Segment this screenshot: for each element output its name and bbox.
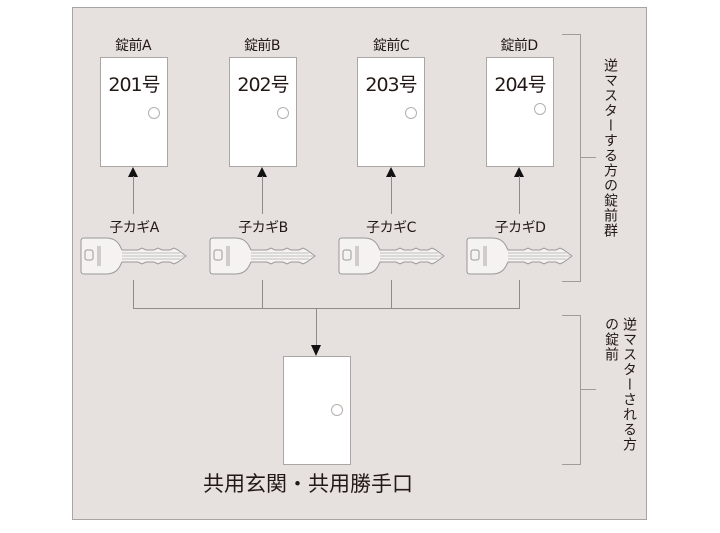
lock-d-label: 錠前D [500,38,538,54]
key-icon [466,237,573,275]
shared-door [283,356,351,465]
door-knob-icon [331,404,343,416]
bracket-tick [581,157,596,158]
connector-line [316,308,317,346]
lock-d-door: 204号 [486,57,554,167]
lock-b-door: 202号 [229,57,297,167]
lower-group-bracket [562,315,581,465]
door-knob-icon [405,107,417,119]
upper-group-label: 逆マスターする方の錠前群 [602,58,618,238]
connector-line [391,176,392,214]
upper-group-bracket [562,34,581,282]
key-d-label: 子カギD [494,220,546,236]
lock-c-door: 203号 [357,57,425,167]
room-number: 204号 [494,74,546,96]
lower-group-label-line2: の錠前 [603,317,619,362]
shared-door-label: 共用玄関・共用勝手口 [203,472,413,496]
key-b-label: 子カギB [238,220,288,236]
lower-group-label-line1: 逆マスターされる方 [621,317,637,452]
door-knob-icon [148,107,160,119]
key-icon [209,237,316,275]
lock-b-label: 錠前B [243,38,281,54]
connector-line [519,280,520,309]
lock-a-door: 201号 [100,57,168,167]
room-number: 202号 [237,74,289,96]
key-c-label: 子カギC [366,220,416,236]
lock-c-label: 錠前C [372,38,410,54]
lock-a-label: 錠前A [114,38,152,54]
arrow-up-icon [257,167,267,177]
bracket-tick [581,389,596,390]
connector-line [391,280,392,309]
room-number: 203号 [365,74,417,96]
connector-line [133,176,134,214]
arrow-up-icon [128,167,138,177]
arrow-up-icon [514,167,524,177]
connector-line [133,280,134,309]
arrow-up-icon [386,167,396,177]
bus-line [133,308,520,309]
connector-line [519,176,520,214]
connector-line [262,280,263,309]
key-a-label: 子カギA [109,220,159,236]
door-knob-icon [277,107,289,119]
arrow-down-icon [311,345,321,356]
key-icon [80,237,187,275]
key-icon [338,237,445,275]
door-knob-icon [534,103,546,115]
room-number: 201号 [108,74,160,96]
connector-line [262,176,263,214]
